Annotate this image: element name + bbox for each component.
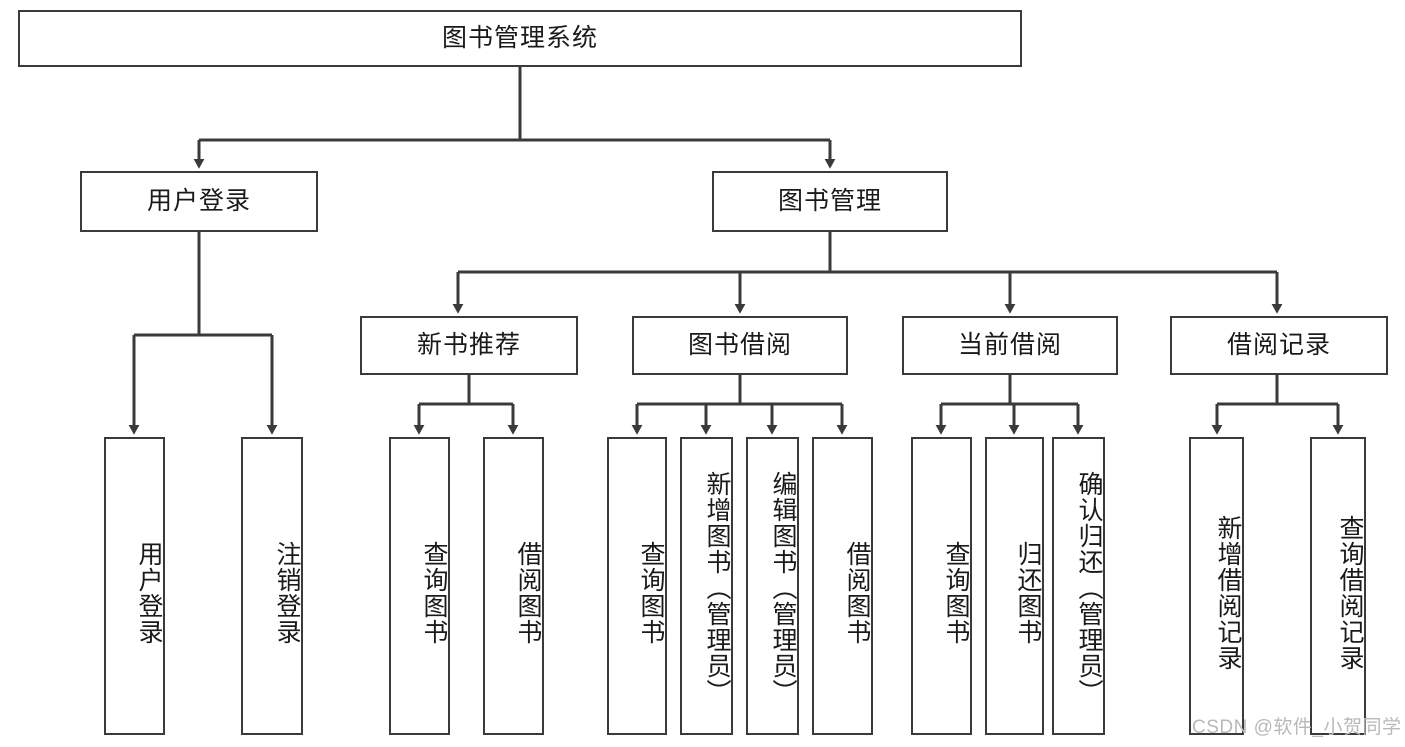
leaf-edit-book-admin[interactable]: 编辑图书（管理员）	[746, 437, 799, 735]
csdn-watermark: CSDN @软件_小贺同学	[1192, 717, 1402, 738]
node-new-book-recommend[interactable]: 新书推荐	[360, 316, 578, 375]
leaf-borrow-book[interactable]: 借阅图书	[812, 437, 873, 735]
node-current-borrow[interactable]: 当前借阅	[902, 316, 1118, 375]
node-book-management[interactable]: 图书管理	[712, 171, 948, 232]
leaf-query-book-borrow[interactable]: 查询图书	[607, 437, 667, 735]
node-user-login[interactable]: 用户登录	[80, 171, 318, 232]
node-root-system[interactable]: 图书管理系统	[18, 10, 1022, 67]
leaf-user-login[interactable]: 用户登录	[104, 437, 165, 735]
node-book-borrow[interactable]: 图书借阅	[632, 316, 848, 375]
leaf-borrow-book-new-rec[interactable]: 借阅图书	[483, 437, 544, 735]
node-borrow-record[interactable]: 借阅记录	[1170, 316, 1388, 375]
leaf-confirm-return-admin[interactable]: 确认归还（管理员）	[1052, 437, 1105, 735]
leaf-query-book-new-rec[interactable]: 查询图书	[389, 437, 450, 735]
leaf-query-book-current[interactable]: 查询图书	[911, 437, 972, 735]
leaf-query-borrow-record[interactable]: 查询借阅记录	[1310, 437, 1366, 735]
leaf-return-book[interactable]: 归还图书	[985, 437, 1044, 735]
leaf-add-book-admin[interactable]: 新增图书（管理员）	[680, 437, 733, 735]
leaf-user-logout[interactable]: 注销登录	[241, 437, 303, 735]
leaf-add-borrow-record[interactable]: 新增借阅记录	[1189, 437, 1244, 735]
